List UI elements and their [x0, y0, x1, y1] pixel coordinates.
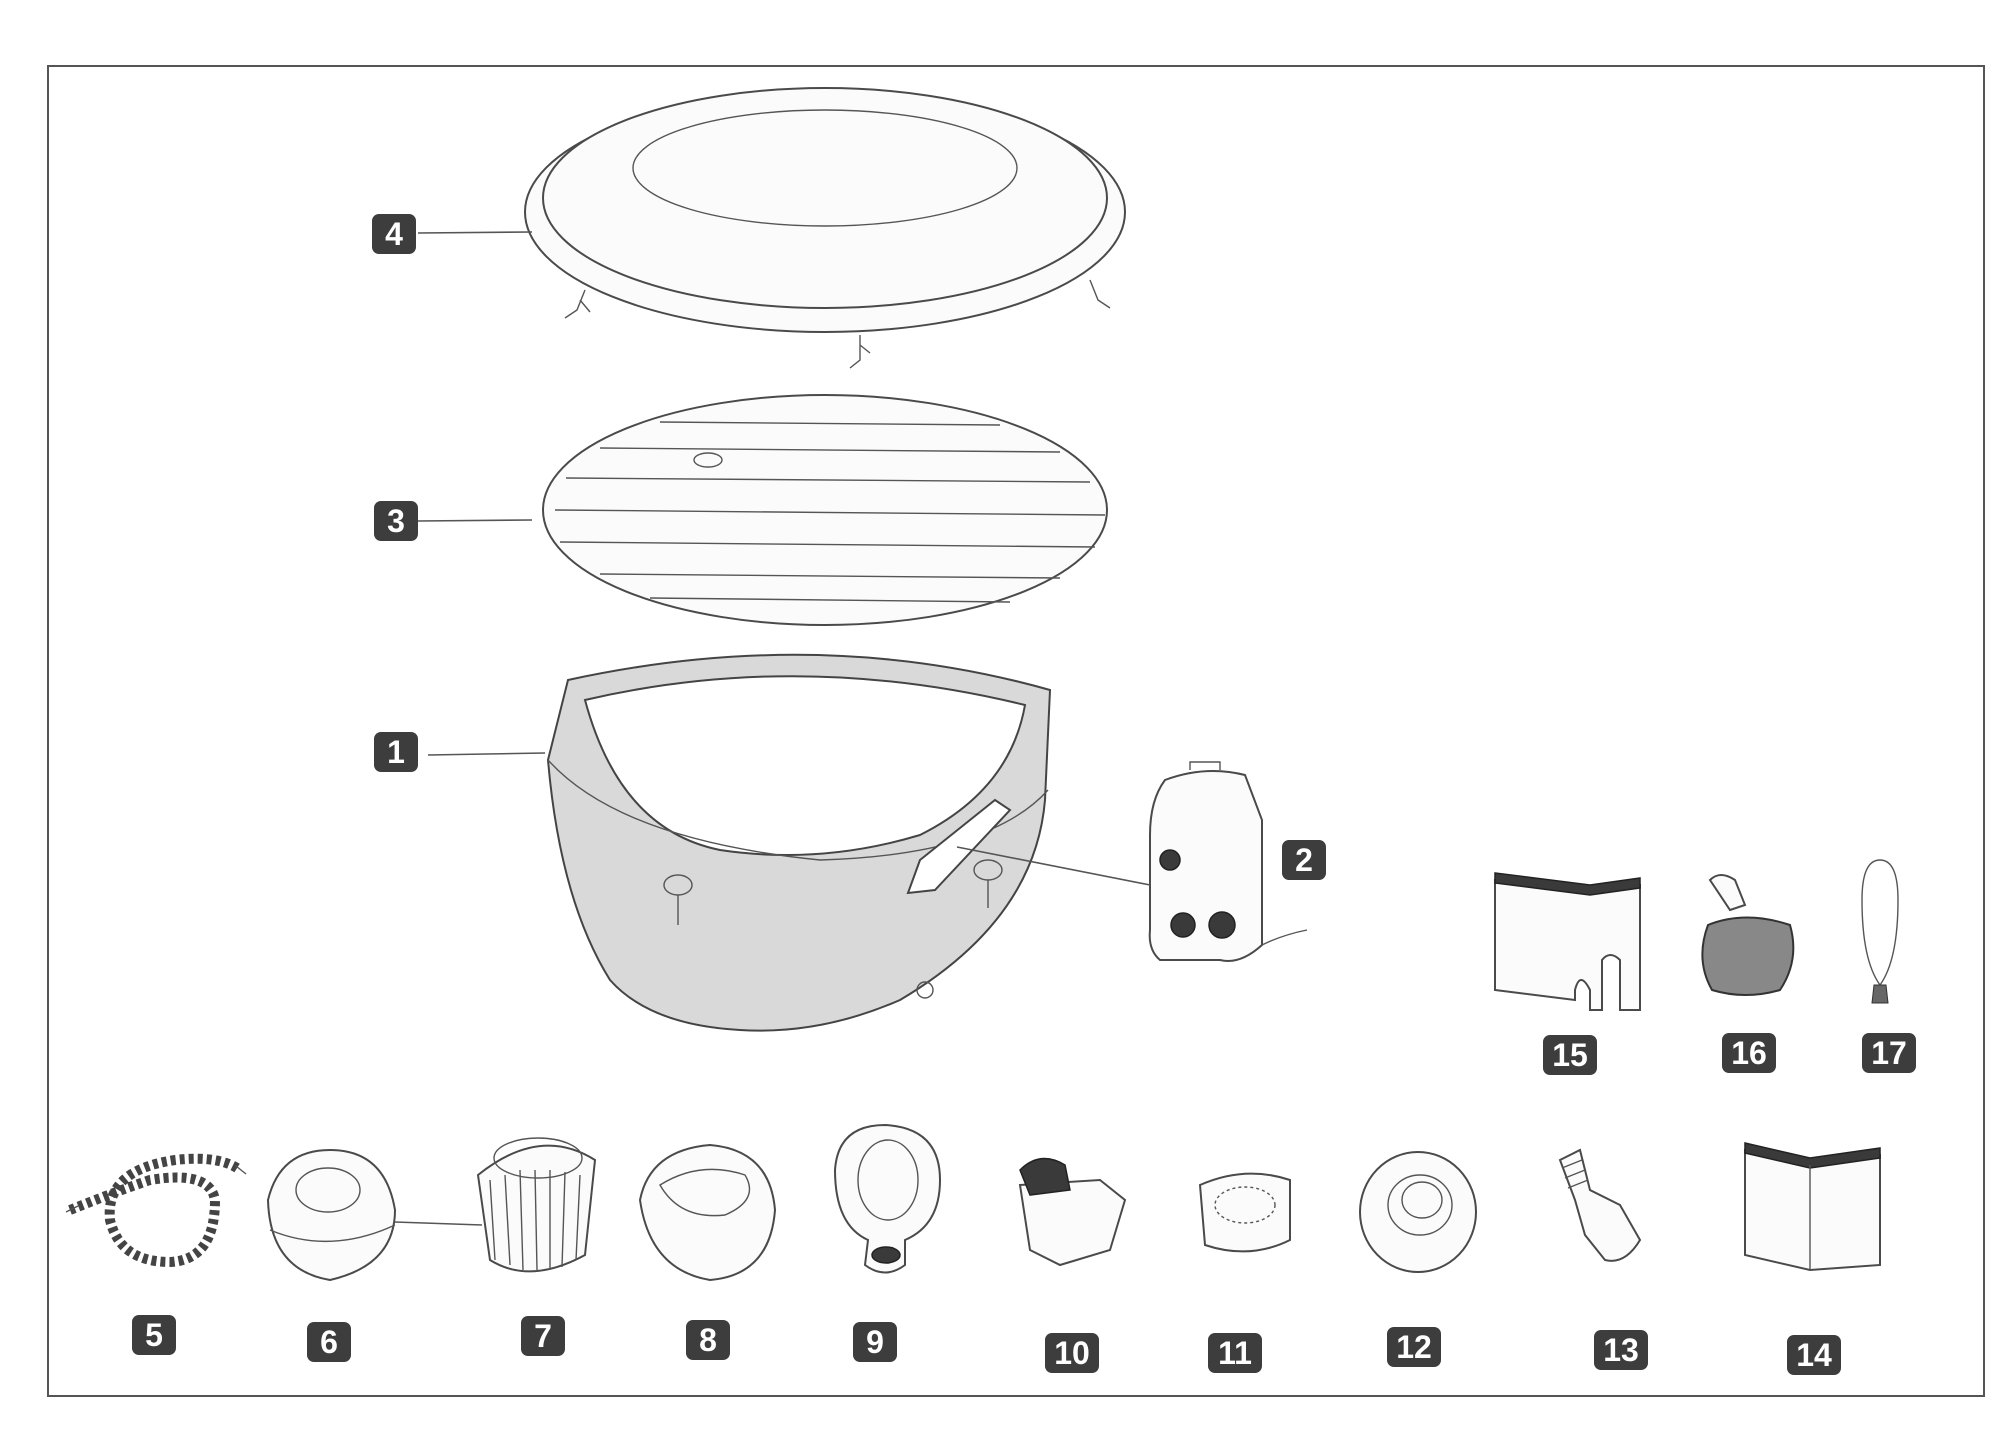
part-14-cover-panel [1744, 1142, 1881, 1272]
part-label-9: 9 [853, 1322, 897, 1362]
part-5-hose [65, 1153, 247, 1268]
part-label-16: 16 [1722, 1033, 1776, 1073]
part-label-12: 12 [1387, 1327, 1441, 1367]
part-13-connector [1558, 1148, 1642, 1262]
part-16-headrest [1701, 874, 1795, 996]
part-8-lid [638, 1143, 777, 1282]
part-label-2: 2 [1282, 840, 1326, 880]
part-7-filter-cartridge [476, 1137, 597, 1273]
part-label-5: 5 [132, 1315, 176, 1355]
part-10-valve [1018, 1157, 1127, 1267]
part-label-1: 1 [374, 732, 418, 772]
part-label-3: 3 [374, 501, 418, 541]
leader-3 [417, 519, 533, 522]
part-label-13: 13 [1594, 1330, 1648, 1370]
part-2-pump [1148, 761, 1308, 962]
part-3-floor-protector [542, 394, 1108, 626]
part-label-11: 11 [1208, 1333, 1262, 1373]
leader-1 [427, 752, 546, 756]
part-label-10: 10 [1045, 1333, 1099, 1373]
part-9-key-tool [833, 1123, 942, 1274]
part-label-14: 14 [1787, 1335, 1841, 1375]
part-17-strap [1861, 859, 1899, 1004]
part-1-spa-tub [546, 653, 1052, 1032]
part-label-8: 8 [686, 1320, 730, 1360]
part-6-filter-housing [266, 1148, 397, 1282]
leader-6-7 [394, 1221, 483, 1226]
part-label-15: 15 [1543, 1035, 1597, 1075]
part-15-holder [1494, 872, 1641, 1011]
leader-2 [956, 846, 1151, 886]
part-label-6: 6 [307, 1322, 351, 1362]
leader-4 [417, 231, 533, 234]
part-11-jet [1198, 1172, 1291, 1253]
part-4-cover [524, 87, 1126, 369]
part-label-7: 7 [521, 1316, 565, 1356]
diagram-frame [47, 65, 1985, 1397]
part-12-ring [1359, 1151, 1477, 1273]
part-label-4: 4 [372, 214, 416, 254]
part-label-17: 17 [1862, 1033, 1916, 1073]
